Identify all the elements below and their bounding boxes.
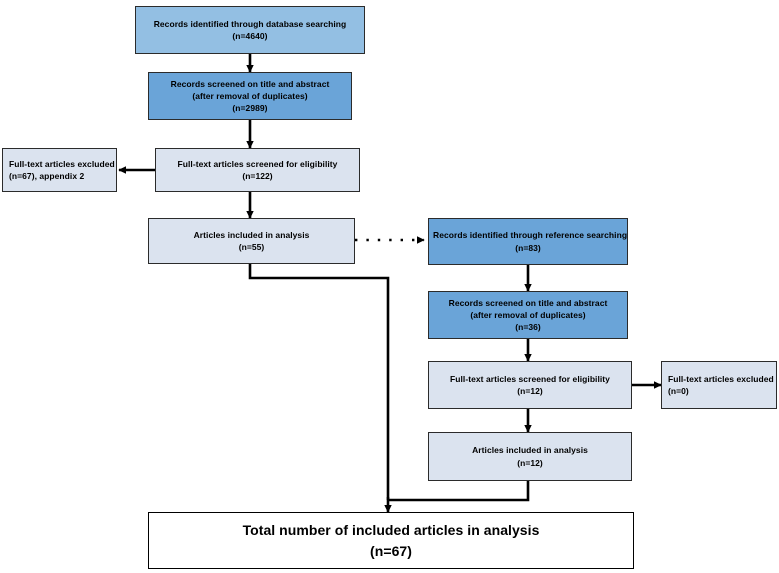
node-records-screened-title-abstract-database: Records screened on title and abstract (… — [148, 72, 352, 120]
node-line: Articles included in analysis — [193, 229, 310, 240]
node-line: Records screened on title and abstract — [448, 297, 608, 308]
node-line: (after removal of duplicates) — [470, 309, 586, 320]
node-line: Records identified through database sear… — [153, 18, 347, 29]
node-line: (n=67) — [370, 542, 412, 559]
node-line: (n=4640) — [232, 31, 268, 41]
node-line: Records identified through reference sea… — [433, 230, 628, 241]
node-line: (n=36) — [515, 322, 541, 333]
node-line: Records screened on title and abstract — [170, 78, 330, 89]
node-line: Full-text articles screened for eligibil… — [177, 158, 338, 169]
edge-db-included-to-total — [248, 264, 390, 500]
node-records-identified-reference-searching: Records identified through reference sea… — [428, 218, 628, 265]
node-articles-included-analysis-database: Articles included in analysis (n=55) — [148, 218, 355, 264]
node-records-identified-database-searching: Records identified through database sear… — [135, 6, 365, 54]
node-line: (n=122) — [242, 171, 273, 181]
node-fulltext-screened-eligibility-reference: Full-text articles screened for eligibil… — [428, 361, 632, 409]
node-line: Full-text articles excluded — [668, 373, 774, 384]
node-line: Full-text articles screened for eligibil… — [450, 373, 610, 384]
node-line: (n=0) — [668, 386, 689, 396]
node-fulltext-excluded-reference: Full-text articles excluded (n=0) — [661, 361, 777, 409]
node-total-included-articles: Total number of included articles in ana… — [148, 512, 634, 569]
node-line: Total number of included articles in ana… — [242, 521, 540, 538]
node-line: (n=55) — [238, 242, 265, 252]
node-line: (n=12) — [517, 457, 543, 468]
node-line: (n=83) — [515, 242, 541, 253]
node-line: (n=67), appendix 2 — [9, 171, 85, 181]
node-line: Full-text articles excluded — [9, 158, 115, 169]
node-articles-included-analysis-reference: Articles included in analysis (n=12) — [428, 432, 632, 481]
edge-ref-included-to-total — [388, 481, 530, 502]
node-line: Articles included in analysis — [472, 445, 588, 456]
node-records-screened-title-abstract-reference: Records screened on title and abstract (… — [428, 291, 628, 339]
node-line: (after removal of duplicates) — [192, 90, 308, 101]
node-line: (n=12) — [517, 386, 543, 396]
node-fulltext-screened-eligibility-database: Full-text articles screened for eligibil… — [155, 148, 360, 192]
node-line: (n=2989) — [232, 103, 268, 114]
node-fulltext-excluded-database: Full-text articles excluded (n=67), appe… — [2, 148, 117, 192]
